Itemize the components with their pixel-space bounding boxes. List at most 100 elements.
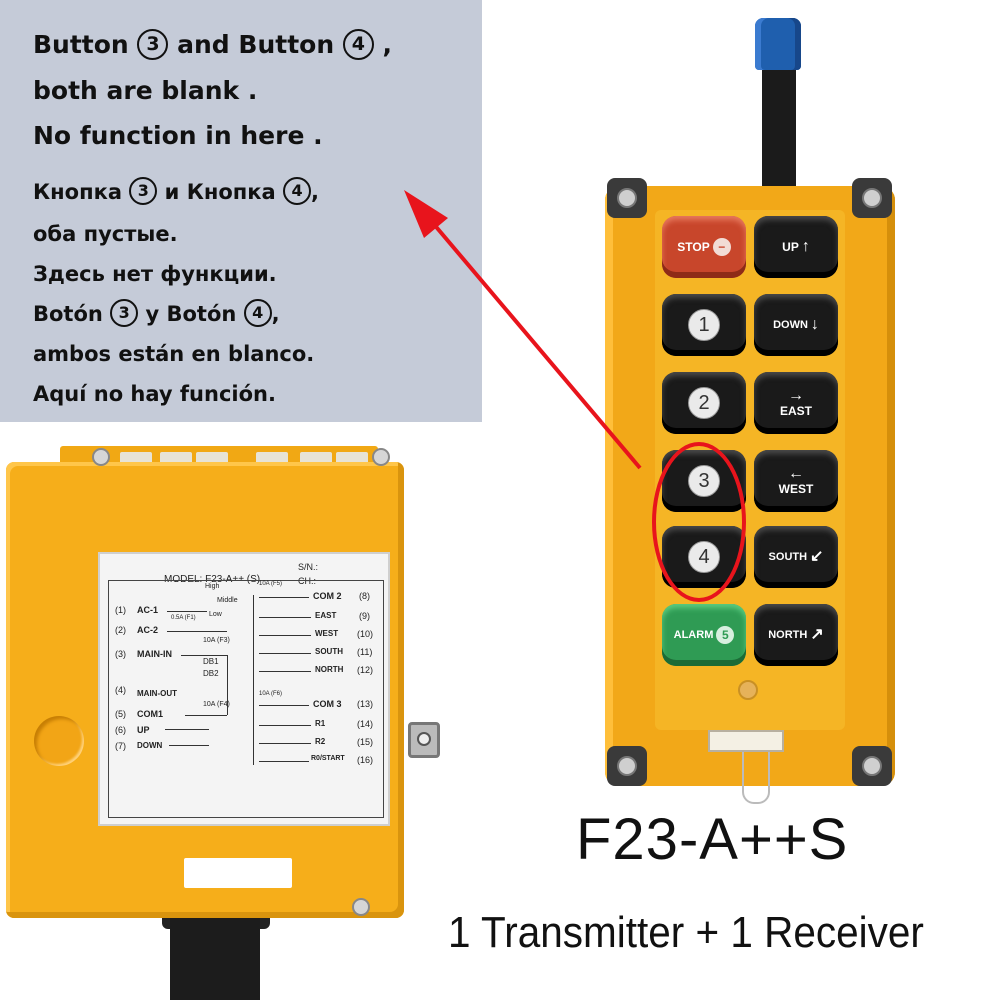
note-ru-line1: Кнопка 3 и Кнопка 4, xyxy=(33,177,319,205)
label-left-name: MAIN-OUT xyxy=(137,689,177,698)
label-db1: DB1 xyxy=(203,657,219,666)
circled-3: 3 xyxy=(129,177,158,205)
arrow-left-icon: ← xyxy=(788,465,804,482)
circled-3: 3 xyxy=(137,28,169,60)
stop-button[interactable]: STOP − xyxy=(662,216,746,278)
north-button[interactable]: NORTH ↗ xyxy=(754,604,838,666)
note-ru-line3: Здесь нет функции. xyxy=(33,262,277,286)
arrow-down-icon: ↓ xyxy=(810,316,819,333)
label-left-no: (7) xyxy=(115,741,126,751)
label-fuse-f3: 10A (F3) xyxy=(203,637,230,644)
label-left-name: AC-2 xyxy=(137,625,159,635)
up-label: UP xyxy=(782,240,799,254)
antenna-cap xyxy=(755,18,801,70)
alarm-button[interactable]: ALARM 5 xyxy=(662,604,746,666)
down-label: DOWN xyxy=(773,319,808,331)
screw-icon xyxy=(617,188,637,208)
button-2-label: 2 xyxy=(688,387,720,419)
east-label: EAST xyxy=(779,404,812,418)
label-left-no: (5) xyxy=(115,709,126,719)
wiring-label: MODEL: F23-A++ (S) S/N.: CH.: (1) AC-1 (… xyxy=(98,552,390,826)
east-button[interactable]: → EAST xyxy=(754,372,838,434)
label-right-no: (10) xyxy=(357,629,374,639)
south-button[interactable]: SOUTH ↙ xyxy=(754,526,838,588)
circled-4: 4 xyxy=(283,177,312,205)
screw-icon xyxy=(352,898,370,916)
label-right-no: (16) xyxy=(357,755,374,765)
label-model: MODEL: F23-A++ (S) xyxy=(164,574,261,585)
arrow-down-left-icon: ↙ xyxy=(810,548,824,565)
label-sn: S/N.: xyxy=(298,562,319,572)
antenna-connector-core xyxy=(417,732,431,746)
label-right-no: (9) xyxy=(359,611,370,621)
arrow-right-icon: → xyxy=(788,387,804,404)
note-es-line1: Botón 3 y Botón 4, xyxy=(33,299,280,327)
label-right-name: COM 3 xyxy=(313,699,342,709)
label-high: High xyxy=(205,583,220,590)
label-right-name: EAST xyxy=(315,611,337,620)
label-fuse-f5: 10A (F5) xyxy=(259,581,283,587)
label-right-name: SOUTH xyxy=(315,647,343,656)
alarm-label: ALARM xyxy=(673,629,714,641)
label-fuse-f6: 10A (F6) xyxy=(259,691,283,697)
highlight-circle xyxy=(652,442,746,602)
west-button[interactable]: ← WEST xyxy=(754,450,838,512)
receiver-label-slot xyxy=(184,858,292,888)
alarm-number: 5 xyxy=(716,626,735,644)
label-left-no: (6) xyxy=(115,725,126,735)
minus-icon: − xyxy=(712,238,731,256)
button-1-label: 1 xyxy=(688,309,720,341)
label-right-no: (13) xyxy=(357,699,374,709)
indicator-led xyxy=(738,680,758,700)
label-ch: CH.: xyxy=(298,576,316,586)
label-left-name: DOWN xyxy=(137,741,163,750)
up-button[interactable]: UP ↑ xyxy=(754,216,838,278)
label-left-name: MAIN-IN xyxy=(137,649,172,659)
transmitter-tag xyxy=(708,730,784,752)
antenna-connector-icon xyxy=(408,722,440,758)
note-es-line3: Aquí no hay función. xyxy=(33,382,276,406)
label-right-name: WEST xyxy=(315,629,339,638)
note-en-line2: both are blank . xyxy=(33,76,258,105)
label-left-no: (3) xyxy=(115,649,126,659)
note-en-line1: Button 3 and Button 4 , xyxy=(33,28,393,60)
label-right-no: (12) xyxy=(357,665,374,675)
arrow-up-right-icon: ↗ xyxy=(810,626,824,643)
label-left-name: AC-1 xyxy=(137,605,159,615)
label-right-name: NORTH xyxy=(315,665,344,674)
model-caption: F23-A++S xyxy=(576,807,849,872)
button-2[interactable]: 2 xyxy=(662,372,746,434)
label-fuse-f1: 0.5A (F1) xyxy=(171,615,196,621)
down-button[interactable]: DOWN ↓ xyxy=(754,294,838,356)
west-label: WEST xyxy=(778,482,814,496)
north-label: NORTH xyxy=(768,629,808,641)
south-label: SOUTH xyxy=(768,551,808,563)
kit-caption: 1 Transmitter + 1 Receiver xyxy=(448,908,924,957)
receiver-knockout xyxy=(34,716,84,766)
screw-icon xyxy=(92,448,110,466)
stop-label: STOP xyxy=(677,240,710,254)
circled-4: 4 xyxy=(342,28,374,60)
screw-icon xyxy=(617,756,637,776)
label-right-name: COM 2 xyxy=(313,591,342,601)
label-fuse-f4: 10A (F4) xyxy=(203,701,230,708)
note-en-line3: No function in here . xyxy=(33,121,323,150)
wiring-diagram: (1) AC-1 (2) AC-2 (3) MAIN-IN (4) MAIN-O… xyxy=(108,580,384,818)
label-right-no: (15) xyxy=(357,737,374,747)
label-left-name: UP xyxy=(137,725,150,735)
transmitter-antenna xyxy=(762,64,796,200)
note-ru-line2: оба пустые. xyxy=(33,222,178,246)
circled-3: 3 xyxy=(110,299,139,327)
key-wire xyxy=(742,752,770,804)
screw-icon xyxy=(862,188,882,208)
label-left-name: COM1 xyxy=(137,709,164,719)
label-left-no: (2) xyxy=(115,625,126,635)
receiver-cable xyxy=(170,905,260,1000)
screw-icon xyxy=(862,756,882,776)
label-right-no: (14) xyxy=(357,719,374,729)
label-middle: Middle xyxy=(217,597,238,604)
button-1[interactable]: 1 xyxy=(662,294,746,356)
label-right-name: R0/START xyxy=(311,755,345,762)
label-right-name: R1 xyxy=(315,719,326,728)
note-panel: Button 3 and Button 4 , both are blank .… xyxy=(0,0,482,422)
